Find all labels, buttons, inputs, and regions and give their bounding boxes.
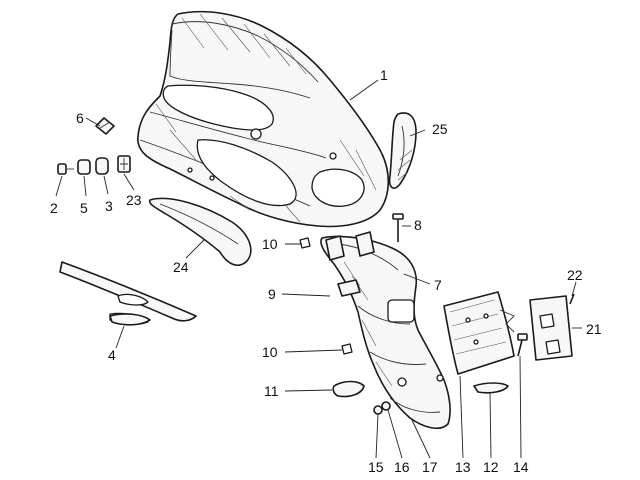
callout-3: 3 [105,198,113,214]
callout-6: 6 [76,110,84,126]
callout-9: 9 [268,286,276,302]
callout-11: 11 [264,383,279,399]
callout-21: 21 [586,321,602,337]
part-lens-4 [109,313,151,326]
callout-16: 16 [394,459,410,475]
callout-12: 12 [483,459,499,475]
part-plate-bracket [443,291,515,375]
callout-4: 4 [108,347,116,363]
callout-1: 1 [380,67,388,83]
part-clip [95,117,115,135]
part-screw-14 [517,333,528,357]
callout-13: 13 [455,459,471,475]
callout-labels: 1 2 3 4 5 6 7 8 9 10 10 11 12 13 14 15 1… [50,67,602,475]
part-rear-body-cowl [137,10,390,228]
callout-14: 14 [513,459,529,475]
callout-10-upper: 10 [262,236,278,252]
part-side-reflector [388,112,417,189]
part-bracket [299,231,375,355]
callout-22: 22 [567,267,583,283]
part-side-cover-21 [529,293,575,361]
part-plate-lens [473,382,509,394]
callout-17: 17 [422,459,438,475]
callout-25: 25 [432,121,448,137]
callout-5: 5 [80,200,88,216]
callout-24: 24 [173,259,189,275]
part-screw-stack [57,155,131,175]
part-screw-8 [392,213,404,242]
part-reflector-11 [332,380,365,398]
part-rear-mudguard [320,235,451,430]
part-washers [373,401,391,415]
callout-8: 8 [414,217,422,233]
leader-lines [55,79,582,459]
callout-2: 2 [50,200,58,216]
callout-23: 23 [126,192,142,208]
part-lower-side-panel [148,197,252,267]
callout-7: 7 [434,277,442,293]
callout-15: 15 [368,459,384,475]
callout-10-lower: 10 [262,344,278,360]
